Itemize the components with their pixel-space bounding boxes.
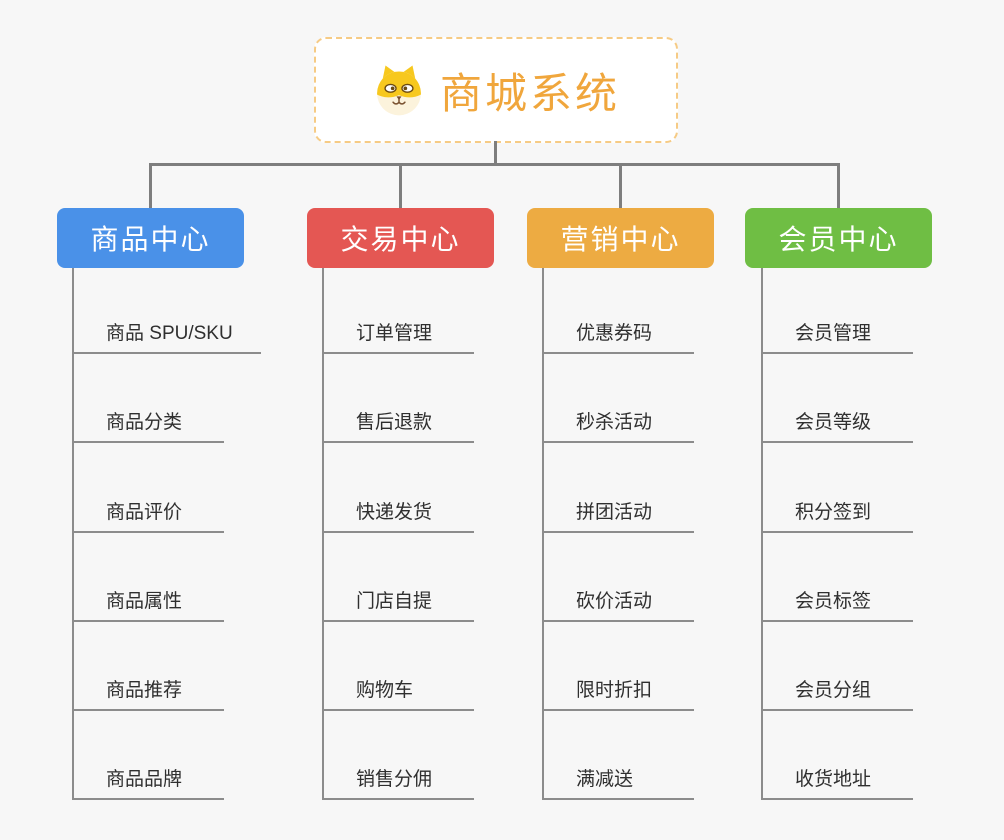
leaf-label: 秒杀活动 bbox=[576, 412, 653, 434]
leaf-node[interactable]: 购物车 bbox=[324, 622, 474, 712]
leaf-label: 优惠券码 bbox=[576, 323, 653, 344]
connector-drop-product bbox=[149, 163, 152, 209]
leaf-label: 商品推荐 bbox=[106, 680, 183, 702]
connector-horizontal-rail bbox=[149, 163, 840, 166]
leaf-node[interactable]: 积分签到 bbox=[763, 443, 913, 533]
leaf-node[interactable]: 砍价活动 bbox=[544, 533, 694, 622]
leaf-node[interactable]: 商品评价 bbox=[74, 443, 224, 533]
leaf-label: 收货地址 bbox=[795, 769, 872, 791]
branch-member-center[interactable]: 会员中心 bbox=[745, 208, 932, 268]
leaf-label: 门店自提 bbox=[356, 590, 433, 612]
leaf-node[interactable]: 商品推荐 bbox=[74, 622, 224, 712]
leaf-node[interactable]: 满减送 bbox=[544, 711, 694, 801]
leaf-node[interactable]: 限时折扣 bbox=[544, 622, 694, 712]
connector-drop-marketing bbox=[619, 163, 622, 209]
leaf-label: 商品分类 bbox=[106, 412, 183, 434]
leaf-label: 积分签到 bbox=[795, 501, 872, 523]
children-member-center: 会员管理 会员等级 积分签到 会员标签 会员分组 收货地址 bbox=[761, 268, 913, 801]
leaf-node[interactable]: 订单管理 bbox=[324, 268, 474, 354]
branch-label: 营销中心 bbox=[560, 224, 681, 255]
branch-label: 商品中心 bbox=[90, 224, 211, 255]
leaf-label: 满减送 bbox=[576, 769, 634, 791]
leaf-node[interactable]: 会员等级 bbox=[763, 354, 913, 444]
leaf-node[interactable]: 拼团活动 bbox=[544, 443, 694, 533]
children-product-center: 商品 SPU/SKU 商品分类 商品评价 商品属性 商品推荐 商品品牌 bbox=[72, 268, 261, 801]
leaf-label: 商品品牌 bbox=[106, 769, 183, 791]
branch-trade-center[interactable]: 交易中心 bbox=[307, 208, 494, 268]
leaf-node[interactable]: 门店自提 bbox=[324, 533, 474, 622]
children-marketing-center: 优惠券码 秒杀活动 拼团活动 砍价活动 限时折扣 满减送 bbox=[542, 268, 694, 801]
leaf-label: 快递发货 bbox=[356, 501, 433, 523]
leaf-label: 商品属性 bbox=[106, 590, 183, 612]
leaf-node[interactable]: 会员标签 bbox=[763, 533, 913, 622]
leaf-label: 会员等级 bbox=[795, 412, 872, 434]
branch-product-center[interactable]: 商品中心 bbox=[57, 208, 244, 268]
leaf-node[interactable]: 商品品牌 bbox=[74, 711, 224, 801]
connector-drop-member bbox=[837, 163, 840, 209]
leaf-node[interactable]: 商品 SPU/SKU bbox=[74, 268, 261, 354]
leaf-node[interactable]: 会员分组 bbox=[763, 622, 913, 712]
leaf-label: 销售分佣 bbox=[356, 769, 433, 791]
dog-face-icon bbox=[377, 65, 421, 116]
leaf-node[interactable]: 售后退款 bbox=[324, 354, 474, 444]
leaf-node[interactable]: 快递发货 bbox=[324, 443, 474, 533]
connector-drop-trade bbox=[399, 163, 402, 209]
leaf-node[interactable]: 商品分类 bbox=[74, 354, 224, 444]
leaf-label: 购物车 bbox=[356, 680, 414, 702]
branch-label: 交易中心 bbox=[340, 224, 461, 255]
leaf-label: 商品评价 bbox=[106, 501, 183, 523]
leaf-label: 会员标签 bbox=[795, 590, 872, 612]
connector-root-stem bbox=[494, 141, 497, 165]
children-trade-center: 订单管理 售后退款 快递发货 门店自提 购物车 销售分佣 bbox=[322, 268, 474, 801]
leaf-node[interactable]: 收货地址 bbox=[763, 711, 913, 801]
root-node-title: 商城系统 bbox=[439, 69, 620, 117]
leaf-node[interactable]: 销售分佣 bbox=[324, 711, 474, 801]
root-node-mall-system[interactable]: 商城系统 bbox=[314, 37, 678, 143]
leaf-label: 限时折扣 bbox=[576, 680, 653, 702]
branch-label: 会员中心 bbox=[778, 224, 899, 255]
leaf-node[interactable]: 商品属性 bbox=[74, 533, 224, 622]
branch-marketing-center[interactable]: 营销中心 bbox=[527, 208, 714, 268]
leaf-label: 会员分组 bbox=[795, 680, 872, 702]
leaf-label: 商品 SPU/SKU bbox=[106, 323, 233, 344]
leaf-label: 会员管理 bbox=[795, 323, 872, 344]
leaf-node[interactable]: 会员管理 bbox=[763, 268, 913, 354]
leaf-node[interactable]: 优惠券码 bbox=[544, 268, 694, 354]
leaf-node[interactable]: 秒杀活动 bbox=[544, 354, 694, 444]
leaf-label: 拼团活动 bbox=[576, 501, 653, 523]
leaf-label: 订单管理 bbox=[356, 323, 433, 344]
leaf-label: 售后退款 bbox=[356, 412, 433, 434]
leaf-label: 砍价活动 bbox=[576, 590, 653, 612]
